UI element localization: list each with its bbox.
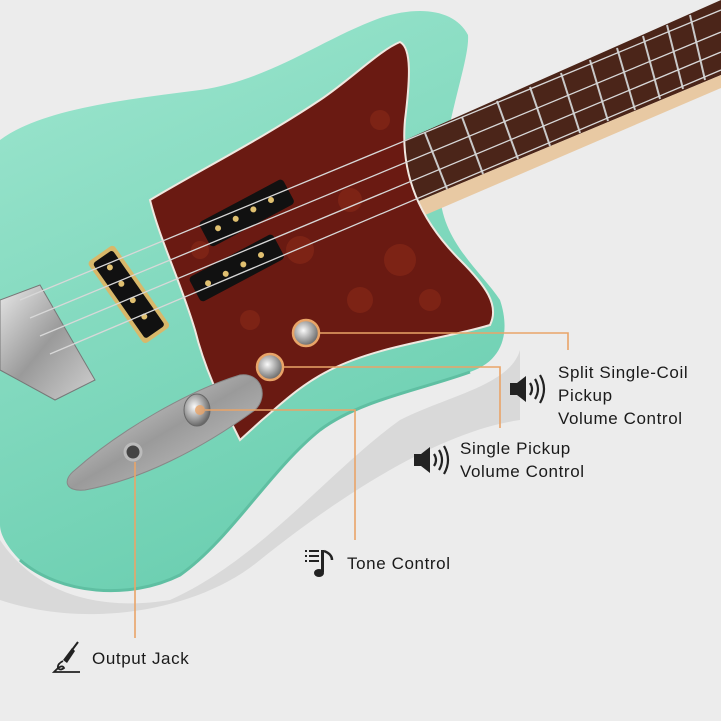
split-coil-volume-label: Split Single-Coil Pickup Volume Control [558, 361, 688, 430]
output-jack [123, 442, 143, 462]
speaker-icon [510, 374, 546, 404]
label-line: Volume Control [460, 462, 585, 481]
body-edge [19, 370, 471, 593]
body-shadow [0, 350, 520, 615]
neck-edge [385, 75, 721, 228]
single-pickup-volume-knob [255, 352, 285, 382]
strings [19, 9, 721, 355]
speaker-icon [414, 445, 450, 475]
bridge-pickup [88, 245, 170, 343]
label-line: Split Single-Coil [558, 363, 689, 382]
label-line: Pickup [558, 386, 613, 405]
split-coil-volume-knob [291, 318, 321, 348]
tone-control-label: Tone Control [347, 554, 451, 573]
leader-lines [134, 332, 569, 638]
music-note-list-icon [305, 549, 334, 577]
pickguard-texture [191, 110, 441, 330]
output-jack-label: Output Jack [92, 649, 190, 668]
fretboard [360, 0, 721, 215]
bridge [0, 284, 96, 401]
cable-jack-icon [52, 641, 80, 673]
label-line: Volume Control [558, 409, 683, 428]
label-line: Single Pickup [460, 439, 571, 458]
single-pickup-volume-label: Single Pickup Volume Control [460, 437, 585, 483]
